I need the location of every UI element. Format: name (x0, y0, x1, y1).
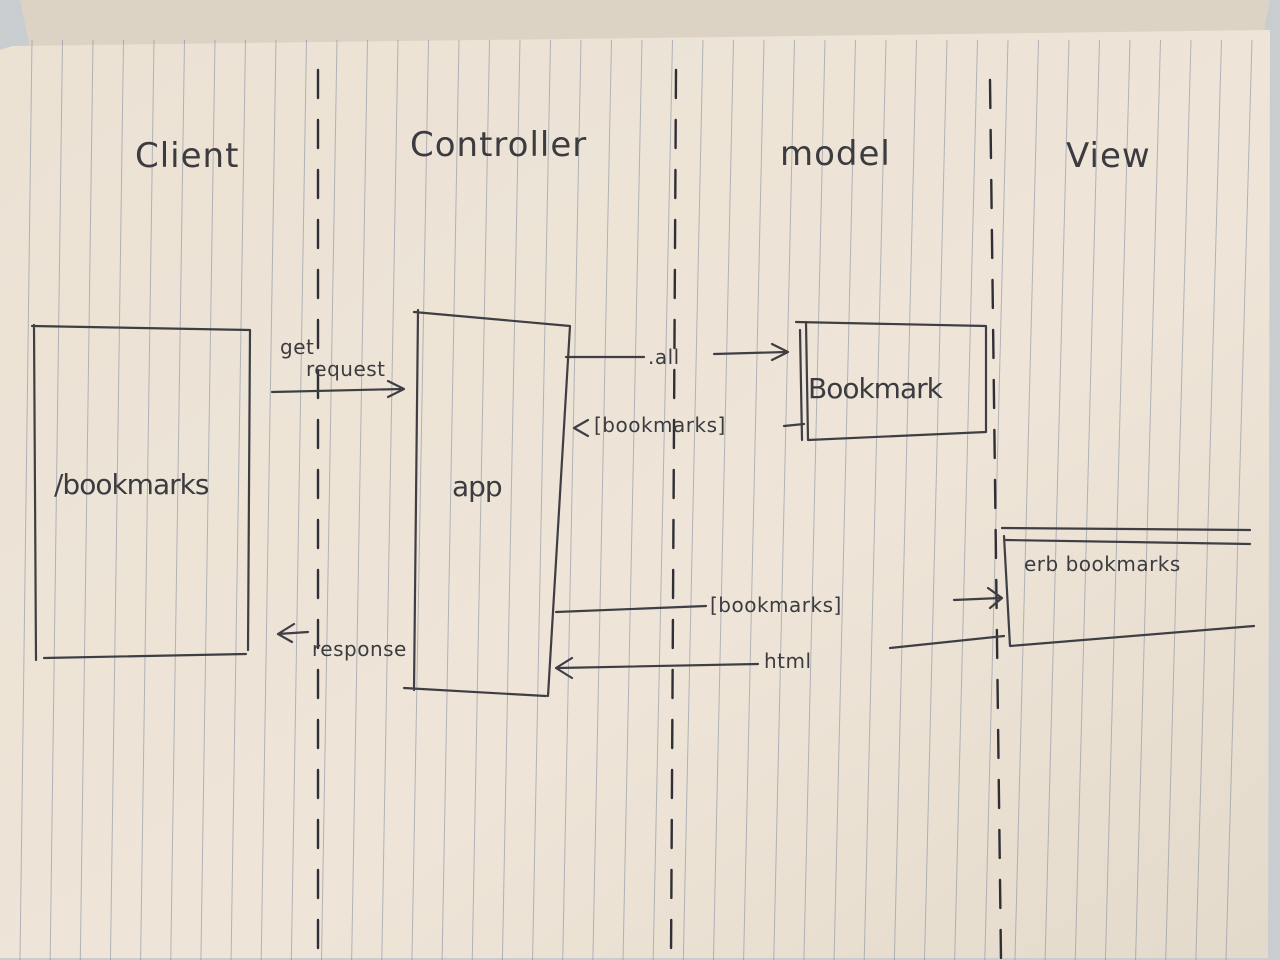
ruled-line (321, 39, 338, 960)
client-box (30, 323, 252, 662)
ruled-line (471, 39, 490, 960)
ruled-line (79, 39, 94, 960)
ruled-line (773, 39, 795, 960)
ruled-line (863, 39, 887, 960)
app-box-label: app (452, 470, 502, 503)
ruled-line (803, 39, 826, 960)
ruled-line (712, 39, 734, 960)
ruled-line (532, 39, 551, 960)
ruled-line (622, 39, 643, 960)
ruled-line (833, 39, 856, 960)
ruled-lines (19, 39, 1253, 960)
ruled-line (652, 39, 673, 960)
ruled-line (743, 39, 765, 960)
bookmarks-return-label: [bookmarks] (594, 413, 726, 437)
lane-title-client: Client (135, 136, 239, 176)
ruled-line (954, 39, 978, 960)
all-call-arrow (564, 342, 790, 362)
ruled-line (351, 39, 368, 960)
get-request-label-line2: request (306, 357, 386, 381)
ruled-line (260, 39, 277, 960)
ruled-line (924, 39, 948, 960)
ruled-line (1165, 39, 1192, 960)
model-box (794, 320, 988, 442)
ruled-line (49, 39, 63, 960)
view-box-label: erb bookmarks (1024, 552, 1181, 576)
model-box-label: Bookmark (808, 372, 944, 405)
bookmarks-return-arrow (572, 418, 806, 438)
client-box-label: /bookmarks (54, 468, 209, 501)
ruled-line (1014, 39, 1039, 960)
ruled-line (109, 39, 124, 960)
get-request-label-line1: get (280, 335, 314, 359)
lane-title-view: View (1066, 136, 1151, 176)
ruled-line (19, 39, 33, 960)
ruled-line (682, 39, 704, 960)
html-return-label: html (764, 649, 812, 673)
ruled-line (501, 39, 521, 960)
ruled-line (170, 39, 185, 960)
html-return-arrow (554, 634, 1006, 680)
ruled-line (1074, 39, 1100, 960)
ruled-line (1135, 39, 1161, 960)
ruled-line (441, 39, 460, 960)
lane-title-model: model (780, 134, 891, 174)
ruled-line (893, 39, 917, 960)
bookmarks-to-view-arrow (554, 586, 1004, 614)
ruled-line (1195, 39, 1222, 960)
ruled-line (381, 39, 399, 960)
app-box (402, 308, 572, 698)
ruled-line (290, 39, 307, 960)
ruled-line (592, 39, 612, 960)
view-box (1000, 526, 1256, 648)
response-arrow (276, 622, 310, 644)
response-label: response (312, 637, 407, 661)
ruled-line (1225, 39, 1253, 960)
bookmarks-to-view-label: [bookmarks] (710, 593, 842, 617)
all-call-label: .all (648, 345, 680, 369)
get-request-arrow (270, 379, 406, 399)
ruled-line (411, 39, 429, 960)
ruled-line (230, 39, 246, 960)
lane-title-controller: Controller (410, 125, 587, 165)
ruled-line (1104, 39, 1131, 960)
ruled-line (200, 39, 216, 960)
ruled-line (140, 39, 155, 960)
ruled-line (562, 39, 582, 960)
ruled-line (1044, 39, 1070, 960)
